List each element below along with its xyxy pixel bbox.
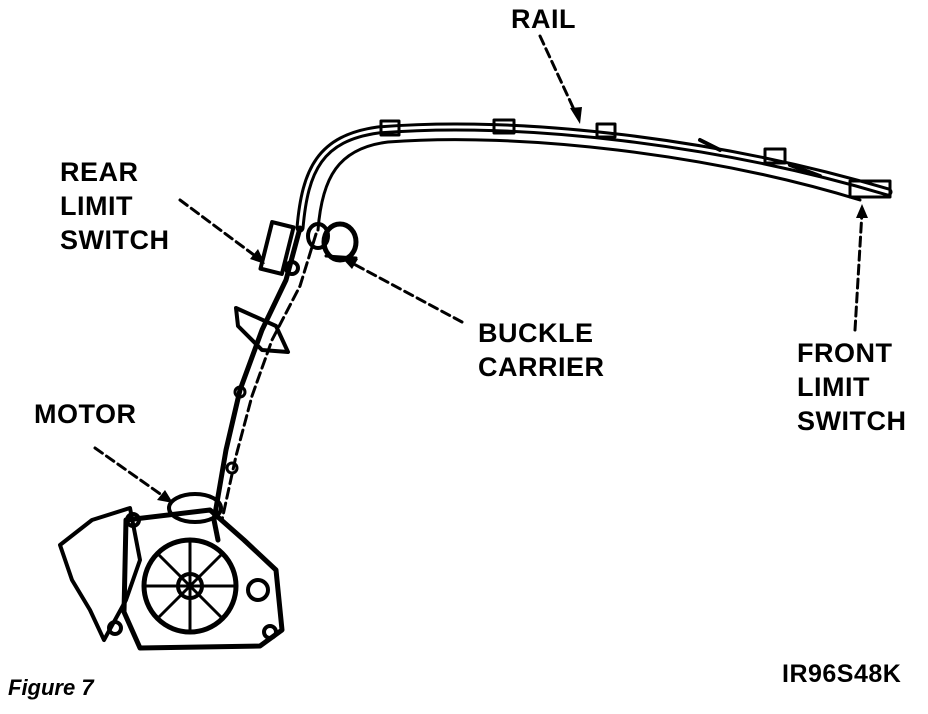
front-limit-switch-label: FRONT LIMIT SWITCH <box>797 338 907 436</box>
buckle-carrier-label: BUCKLE CARRIER <box>478 318 605 382</box>
figure-caption: Figure 7 <box>8 675 94 700</box>
leader-arrows <box>93 34 864 500</box>
figure-code: IR96S48K <box>782 660 902 688</box>
arrow-heads <box>157 107 868 503</box>
rail-label: RAIL <box>511 4 576 34</box>
lower-track <box>211 220 318 523</box>
motor-assembly <box>58 492 285 651</box>
buckle-carrier-part <box>306 221 359 263</box>
rear-limit-switch-label: REAR LIMIT SWITCH <box>60 157 170 255</box>
motor-label: MOTOR <box>34 399 137 429</box>
rail <box>295 118 893 233</box>
